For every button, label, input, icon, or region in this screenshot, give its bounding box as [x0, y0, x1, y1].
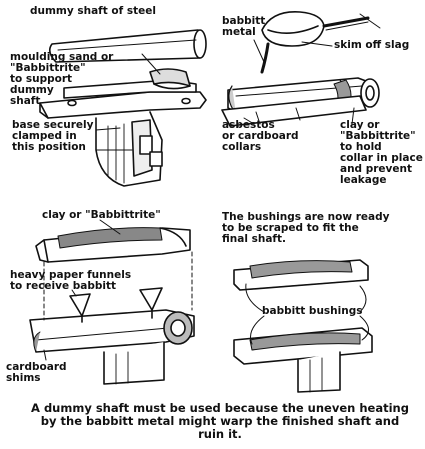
label-babbitt-bushings: babbitt bushings — [262, 305, 363, 317]
label-bushings-ready: The bushings are now ready to be scraped… — [222, 211, 390, 245]
label-clay: clay or "Babbittrite" — [42, 209, 161, 221]
panel4-pedestal — [297, 351, 341, 393]
figure-caption: A dummy shaft must be used because the u… — [31, 401, 409, 441]
label-asbestos-collars: asbestos or cardboard collars — [222, 119, 299, 153]
pour-assembly — [221, 77, 380, 127]
panel3-drawing — [29, 219, 195, 385]
label-moulding-sand: moulding sand or "Babbittrite" to suppor… — [10, 51, 114, 107]
label-paper-funnels: heavy paper funnels to receive babbitt — [10, 269, 132, 292]
bearing-cap — [35, 227, 191, 263]
panel2-drawing — [221, 11, 381, 127]
label-babbitt-metal: babbitt metal — [222, 15, 266, 38]
ladle — [260, 11, 381, 74]
label-cardboard-shims: cardboard shims — [6, 361, 67, 384]
label-clay-hold: clay or "Babbittrite" to hold collar in … — [340, 119, 423, 186]
label-base-clamped: base securely clamped in this position — [12, 119, 94, 153]
clamp-base — [95, 111, 163, 187]
paper-funnel-right — [139, 287, 163, 319]
panel4-drawing — [233, 259, 373, 393]
panel1-drawing — [39, 29, 207, 187]
label-skim-slag: skim off slag — [334, 39, 410, 51]
bearing-block — [39, 68, 207, 119]
panel3-pedestal — [103, 341, 165, 385]
lower-bushing — [233, 327, 373, 365]
dummy-shaft — [48, 29, 207, 63]
paper-funnel-left — [69, 293, 91, 323]
upper-bushing — [233, 259, 369, 291]
bearing-lower — [29, 309, 195, 353]
label-dummy-shaft: dummy shaft of steel — [30, 5, 156, 17]
